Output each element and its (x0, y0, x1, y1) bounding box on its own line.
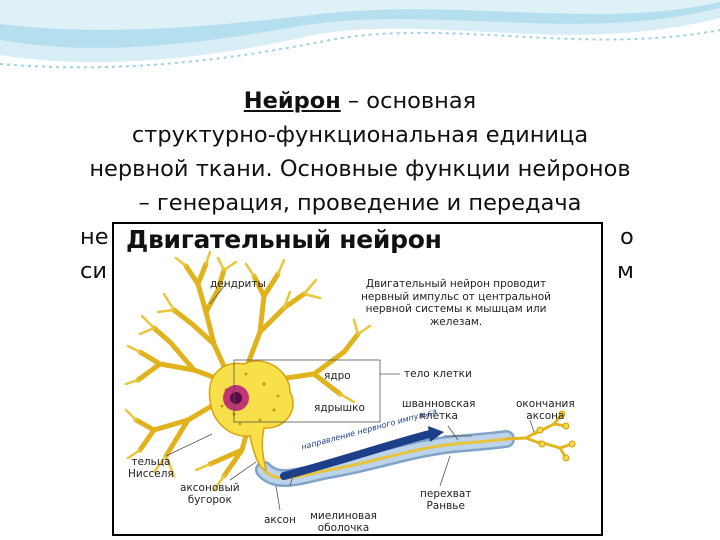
label-dendrites: дендриты (210, 278, 266, 290)
figure-description: Двигательный нейрон проводит нервный имп… (361, 278, 551, 328)
slide-line-6-left: си (80, 258, 107, 284)
slide-title: Нейрон (243, 88, 341, 114)
slide-line-5-right: о (620, 224, 634, 250)
slide-line-2: структурно-функциональная единица (131, 122, 589, 148)
label-nucleolus: ядрышко (314, 402, 365, 414)
slide-line-3: нервной ткани. Основные функции нейронов (89, 156, 631, 182)
label-axon-hillock: аксоновый бугорок (180, 482, 240, 506)
motor-neuron-figure: Двигательный нейрон Двигательный нейрон … (112, 222, 603, 536)
slide-line-5: не о (0, 220, 720, 254)
slide-line-6: си м (0, 254, 720, 288)
label-axon: аксон (264, 514, 296, 526)
label-axon-endings: окончания аксона (516, 398, 575, 422)
neuron-illustration (124, 250, 576, 511)
slide-line-1: Нейрон – основная (243, 88, 477, 114)
label-myelin-sheath: миелиновая оболочка (310, 510, 377, 534)
label-nissl-bodies: тельца Нисселя (128, 456, 174, 480)
header-wave-decoration (0, 0, 720, 69)
slide-line-4: – генерация, проведение и передача (138, 190, 582, 216)
label-schwann-cell: шванновская клетка (402, 398, 476, 422)
slide-line-6-right: м (617, 258, 634, 284)
slide-text: Нейрон – основная структурно-функциональ… (0, 84, 720, 288)
figure-title: Двигательный нейрон (126, 225, 442, 254)
label-node-of-ranvier: перехват Ранвье (420, 488, 472, 512)
label-cell-body: тело клетки (404, 368, 472, 380)
slide-line-5-left: не (80, 224, 109, 250)
label-nucleus: ядро (324, 370, 351, 382)
